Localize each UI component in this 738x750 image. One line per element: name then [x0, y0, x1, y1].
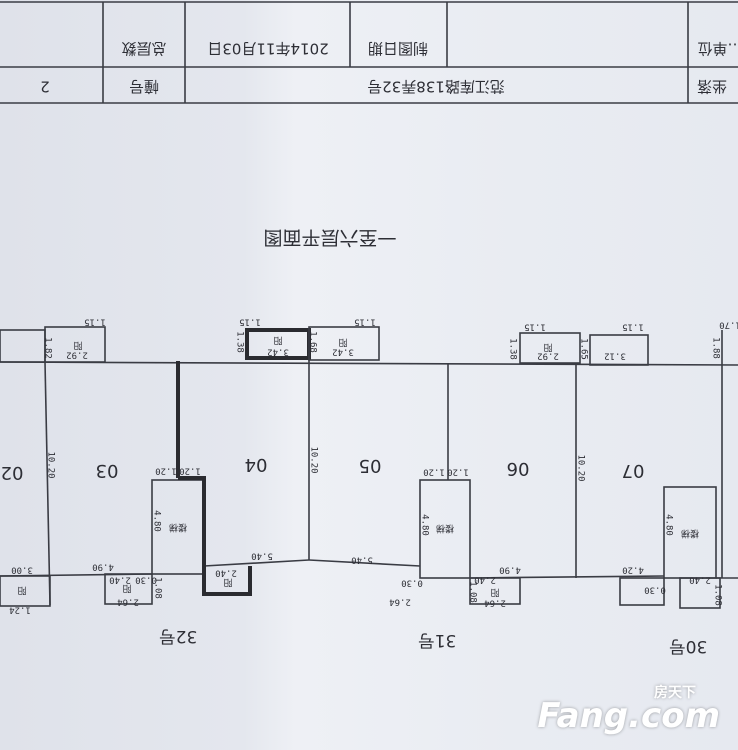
dimension: 1.15 [84, 317, 106, 327]
dimension: 1.15 [622, 322, 644, 332]
fang-watermark: 房天下 Fang.com [537, 685, 720, 736]
dimension: 1.20 [179, 466, 201, 476]
dimension: 0.30 [644, 585, 666, 595]
dimension: 2.40 [689, 575, 711, 585]
dimension: 1.08 [153, 577, 163, 599]
dimension: 2.40 [109, 575, 131, 585]
unit-02: 02 [1, 462, 24, 483]
drawing-date-label: 制图日期 [368, 40, 428, 58]
building-no-label: 幢号 [129, 78, 159, 96]
dimension: 0.30 [135, 575, 157, 585]
dimension: 1.08 [713, 584, 723, 606]
dimension: 10.20 [576, 454, 586, 481]
dimension: 1.38 [508, 338, 518, 360]
dimension: 3.12 [604, 351, 626, 361]
balcony-label: 阳 [17, 585, 26, 596]
watermark-en: Fang.com [537, 696, 720, 736]
balcony-label: 阳 [73, 340, 82, 351]
balcony-label: 阳 [338, 337, 347, 348]
dimension: 1.20 [423, 467, 445, 477]
building-no: 2 [40, 78, 50, 96]
walls [0, 326, 738, 609]
dimension: 4.80 [664, 514, 674, 536]
unit-03: 03 [96, 460, 119, 481]
dimension: 2.64 [389, 597, 411, 607]
watermark-cn: 房天下 [654, 685, 696, 701]
unit-06: 06 [507, 458, 530, 479]
dimension: 4.90 [92, 562, 114, 572]
unit-label: …单位 [697, 40, 738, 58]
location-label: 坐落 [697, 78, 727, 96]
dimension: 0.30 [401, 578, 423, 588]
dimension: 1.68 [308, 331, 318, 353]
dimension: 1.15 [354, 317, 376, 327]
dimension: 3.42 [332, 347, 354, 357]
dimension: 1.24 [9, 605, 31, 615]
address: 范江库路138弄32号 [367, 78, 505, 96]
balcony-label: 阳 [223, 577, 232, 588]
balcony-label: 阳 [122, 583, 131, 594]
dimension: 10.20 [309, 446, 319, 473]
dimension: 10.20 [46, 451, 56, 478]
dimension: 1.15 [524, 322, 546, 332]
dimension: 1.15 [239, 317, 261, 327]
balcony-label: 阳 [543, 342, 552, 353]
dimension: 1.88 [711, 337, 721, 359]
building-32: 32号 [159, 626, 198, 646]
dimension: 1.82 [43, 337, 53, 359]
dimension: 4.80 [152, 510, 162, 532]
dimension: 1.20 [447, 467, 469, 477]
building-31: 31号 [418, 630, 457, 650]
dimension: 2.40 [474, 575, 496, 585]
stair-label: 楼梯 [436, 523, 454, 535]
drawing-date: 2014年11月03日 [207, 40, 328, 58]
dimension: 3.00 [11, 565, 33, 575]
dimension: 1.38 [235, 331, 245, 353]
dimension: 5.40 [251, 551, 273, 561]
stair-label: 楼梯 [681, 528, 699, 540]
dimension: 2.40 [215, 568, 237, 578]
dimension: 1.08 [468, 581, 478, 603]
info-table: …单位 制图日期 2014年11月03日 总层数 坐落 范江库路138弄32号 … [0, 1, 738, 104]
building-30: 30号 [669, 636, 708, 656]
plan-title: 一至六层平面图 [263, 227, 396, 249]
dimension: 2.92 [66, 350, 88, 360]
dimension: 1.20 [155, 466, 177, 476]
dimension: 4.90 [499, 565, 521, 575]
dimension: 5.40 [351, 555, 373, 565]
dimension: 3.42 [267, 347, 289, 357]
unit-07: 07 [622, 460, 645, 481]
dimension: 2.64 [117, 597, 139, 607]
dimension: 4.80 [420, 514, 430, 536]
dimension: 2.92 [537, 351, 559, 361]
stair-label: 楼梯 [169, 522, 187, 534]
unit-05: 05 [359, 455, 382, 476]
dimension: 1.70 [719, 320, 738, 330]
total-floors-label: 总层数 [121, 40, 166, 58]
dimension: 2.64 [484, 598, 506, 608]
dimension: 1.65 [579, 338, 589, 360]
balcony-label: 阳 [273, 335, 282, 346]
dimension: 4.20 [622, 565, 644, 575]
balcony-label: 阳 [490, 587, 499, 598]
unit-04: 04 [245, 454, 268, 475]
